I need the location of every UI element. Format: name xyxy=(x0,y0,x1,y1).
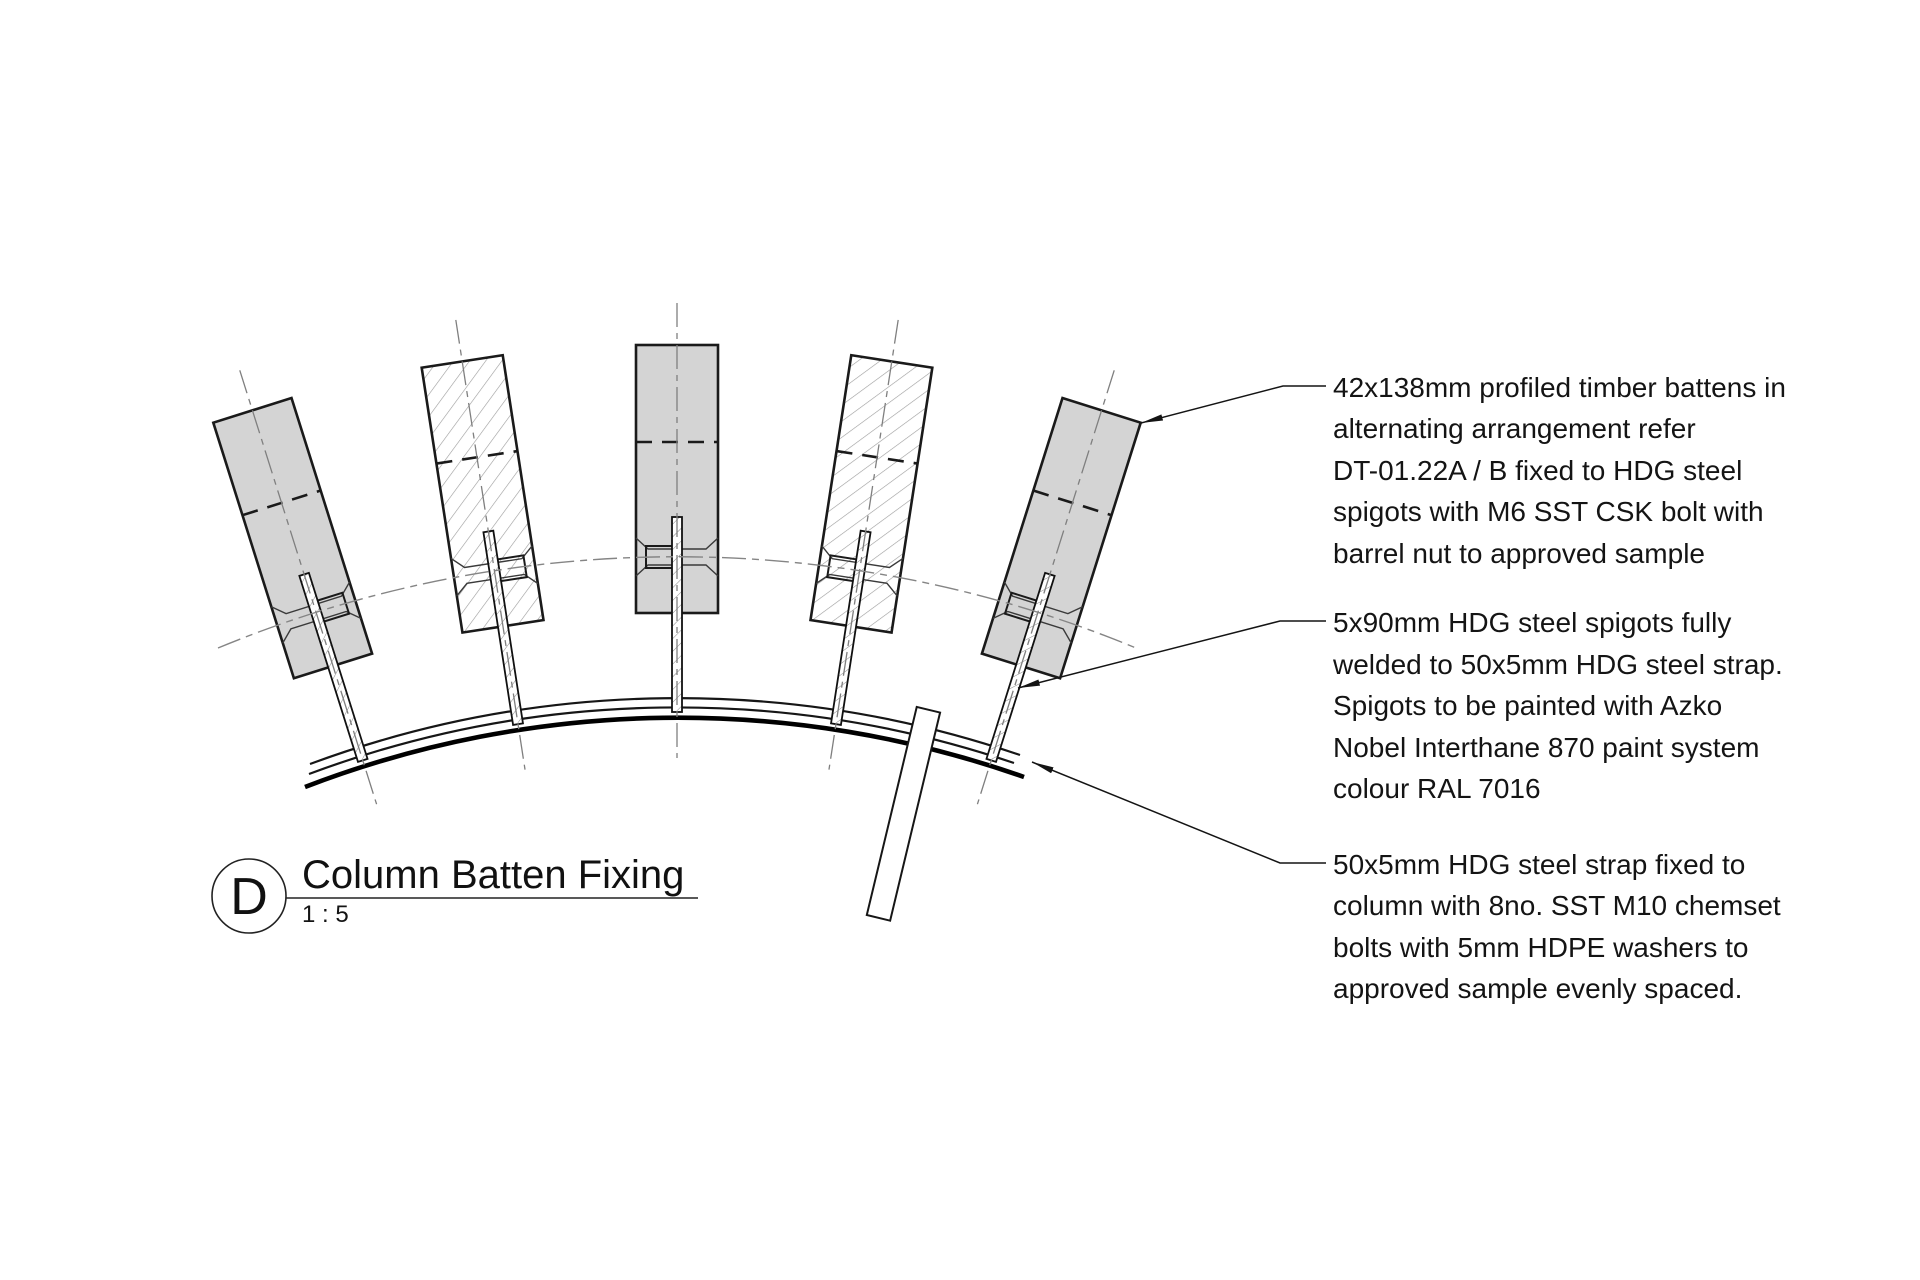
annotation-2-line-4: Nobel Interthane 870 paint system xyxy=(1333,732,1759,763)
joint-plate-group xyxy=(865,705,942,922)
detail-letter-circle xyxy=(211,858,287,934)
annotation-2-line-2: welded to 50x5mm HDG steel strap. xyxy=(1332,649,1783,680)
drawing-scale: 1 : 5 xyxy=(302,901,349,928)
annotation-3-line-3: bolts with 5mm HDPE washers to xyxy=(1333,932,1748,963)
annotation-3-line-1: 50x5mm HDG steel strap fixed to xyxy=(1333,849,1745,880)
annotation-3-line-2: column with 8no. SST M10 chemset xyxy=(1333,890,1781,921)
annotation-1-line-3: DT-01.22A / B fixed to HDG steel xyxy=(1333,455,1742,486)
batten-1 xyxy=(212,369,378,805)
drawing-title: Column Batten Fixing xyxy=(302,853,684,897)
leader-line-spigot-note xyxy=(1017,620,1326,689)
detail-letter: D xyxy=(230,868,268,926)
leader-line-strap-note xyxy=(1031,761,1326,864)
annotation-spigot-note: 5x90mm HDG steel spigots fully welded to… xyxy=(1332,607,1783,804)
annotation-1-line-2: alternating arrangement refer xyxy=(1333,413,1696,444)
batten-3 xyxy=(634,302,720,759)
bolt-centerline-arc xyxy=(217,556,1137,649)
annotation-1-line-5: barrel nut to approved sample xyxy=(1333,538,1705,569)
annotation-2-line-3: Spigots to be painted with Azko xyxy=(1333,690,1722,721)
annotation-strap-note: 50x5mm HDG steel strap fixed to column w… xyxy=(1333,849,1781,1004)
leader-lines xyxy=(1017,385,1326,864)
joint-plate xyxy=(865,705,942,922)
title-block: D Column Batten Fixing 1 : 5 xyxy=(211,853,698,934)
annotation-3-line-4: approved sample evenly spaced. xyxy=(1333,973,1742,1004)
annotation-1-line-1: 42x138mm profiled timber battens in xyxy=(1333,372,1786,403)
batten-5 xyxy=(976,369,1142,805)
annotation-1-line-4: spigots with M6 SST CSK bolt with xyxy=(1333,496,1764,527)
leader-line-batten-note xyxy=(1140,385,1326,424)
annotation-2-line-1: 5x90mm HDG steel spigots fully xyxy=(1333,607,1731,638)
annotation-batten-note: 42x138mm profiled timber battens in alte… xyxy=(1333,372,1786,569)
annotation-2-line-5: colour RAL 7016 xyxy=(1333,773,1541,804)
